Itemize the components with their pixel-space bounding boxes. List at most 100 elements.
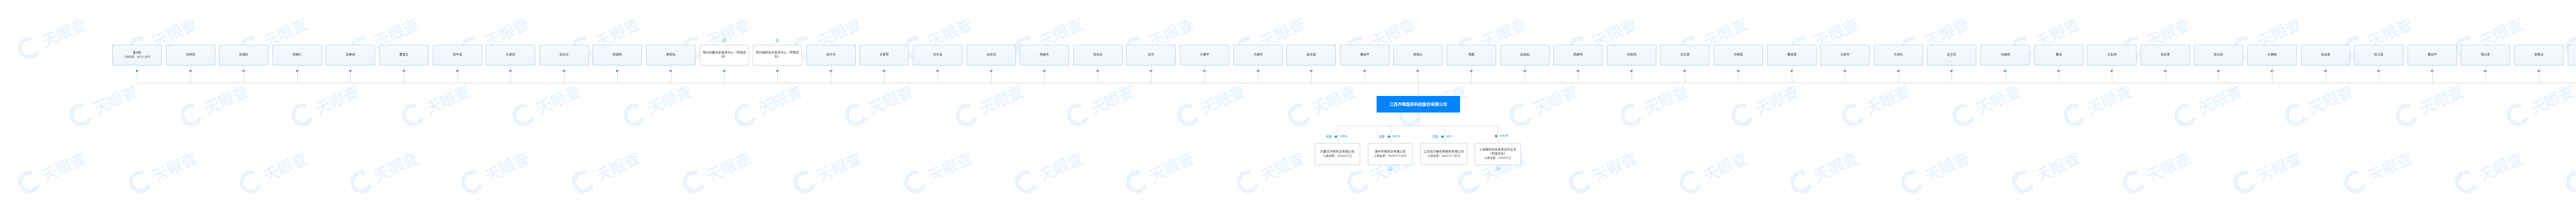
shareholder-connector-line	[2165, 66, 2166, 83]
ownership-percent: 100%	[1392, 135, 1401, 138]
shareholder-node[interactable]: 周玉娟	[1286, 45, 1336, 66]
shareholder-name: 蔡荣仙	[666, 53, 675, 57]
subsidiary-subscription: 认缴金额：4600万人民币	[1427, 154, 1461, 158]
shareholder-name: 钱兰英	[2480, 53, 2490, 57]
shareholder-node[interactable]: 蒋福元	[1393, 45, 1443, 66]
expand-plus-icon[interactable]: +	[722, 38, 726, 42]
shareholder-node[interactable]: 周万华	[806, 45, 856, 66]
shareholder-node[interactable]: 蒋建仁	[273, 45, 322, 66]
shareholder-node[interactable]: 卢建平	[1180, 45, 1229, 66]
shareholder-node[interactable]: 羊雪琴	[859, 45, 909, 66]
shareholder-node[interactable]: 孔继宏	[486, 45, 535, 66]
shareholder-node[interactable]: 曹银文	[379, 45, 429, 66]
relation-type: 控股	[1379, 136, 1385, 139]
shareholder-node[interactable]: 赵国仙	[1500, 45, 1550, 66]
shareholder-connector-line	[297, 66, 298, 83]
shareholder-node[interactable]: 张文俊	[2354, 45, 2403, 66]
shareholder-name: 张文俊	[2374, 53, 2383, 57]
shareholder-node[interactable]: 王艳华	[1820, 45, 1870, 66]
shareholder-name: 曹国清	[1787, 53, 1797, 57]
shareholder-node[interactable]: 白中泽	[913, 45, 962, 66]
shareholder-node[interactable]: 杨建杰	[1020, 45, 1069, 66]
shareholder-node[interactable]: 周文秋	[2194, 45, 2243, 66]
shareholder-node[interactable]: 曹如平	[2408, 45, 2457, 66]
arrow-down-icon	[1334, 135, 1337, 138]
shareholder-node[interactable]: 张平成	[433, 45, 482, 66]
subsidiary-node[interactable]: 滁州齐晖药业有限公司认缴金额：5000万人民币	[1368, 143, 1413, 165]
shareholder-name: 蒋建仁	[292, 53, 302, 57]
ownership-percent: 8.82%	[1500, 135, 1509, 138]
relation-type: 控股	[1432, 136, 1438, 139]
shareholder-node[interactable]: 蔡荣仙	[646, 45, 696, 66]
shareholder-connector-line	[2272, 66, 2273, 83]
subsidiary-trunk-line	[1418, 112, 1419, 125]
shareholder-node[interactable]: 张永红	[1073, 45, 1123, 66]
subsidiary-node[interactable]: 上海蒸邦创业投资合伙企业（有限合伙）认缴金额：2000万元	[1475, 143, 1521, 165]
subsidiary-node[interactable]: 内蒙古齐晖药业有限公司认缴金额：20000万元	[1315, 143, 1360, 165]
shareholder-node[interactable]: 何俊明	[1607, 45, 1656, 66]
shareholder-name: 杨鹏	[1468, 53, 1475, 57]
subsidiary-connector-line	[1444, 125, 1445, 143]
shareholder-node[interactable]: 翟X龄认缴金额：90万人民币	[112, 45, 162, 66]
shareholder-node[interactable]: 张国新	[2568, 45, 2576, 66]
shareholder-node[interactable]: 杨德明	[592, 45, 642, 66]
shareholder-name: 许建芳	[1253, 53, 1263, 57]
shareholder-node[interactable]: 杨鹏	[1447, 45, 1496, 66]
shareholder-node[interactable]: 王友明	[2087, 45, 2137, 66]
shareholder-node[interactable]: 张凤羽	[967, 45, 1016, 66]
shareholder-node[interactable]: 许建国	[2247, 45, 2297, 66]
subsidiary-name: 内蒙古齐晖药业有限公司	[1320, 150, 1354, 154]
shareholder-node[interactable]: 俞红星	[2141, 45, 2190, 66]
shareholder-name: 俞红星	[2160, 53, 2170, 57]
shareholder-node[interactable]: 杨建萍	[1553, 45, 1603, 66]
shareholder-name: 张凤羽	[986, 53, 996, 57]
shareholder-node[interactable]: 张卫东	[1927, 45, 1976, 66]
shareholder-node[interactable]: 张华	[1126, 45, 1176, 66]
expand-plus-icon[interactable]: +	[1388, 166, 1393, 171]
shareholder-name: 翟X龄	[132, 51, 142, 55]
expand-plus-icon[interactable]: +	[775, 38, 779, 42]
shareholder-name: 周文秋	[2213, 53, 2223, 57]
main-company-node[interactable]: 江苏齐晖医药科技股份有限公司	[1377, 96, 1460, 112]
shareholder-node[interactable]: 曹国清	[1767, 45, 1817, 66]
shareholder-connector-line	[564, 66, 565, 83]
shareholder-node[interactable]: 张龙泉	[2301, 45, 2350, 66]
expand-plus-icon[interactable]: +	[1496, 166, 1500, 171]
shareholder-name: 张华	[1147, 53, 1154, 57]
shareholder-node[interactable]: 常州瑞邦创业投资中心（有限合伙）	[753, 45, 802, 66]
shareholder-name: 何俊明	[1626, 53, 1636, 57]
shareholder-node[interactable]: 许静霞	[1714, 45, 1763, 66]
shareholder-connector-line	[1044, 66, 1045, 83]
shareholder-name: 张永红	[1093, 53, 1103, 57]
subsidiary-node[interactable]: 江苏倍力健生物医药有限公司认缴金额：4600万人民币	[1420, 143, 1467, 165]
shareholder-node[interactable]: 马国明	[1980, 45, 2030, 66]
shareholder-connector-line	[1471, 66, 1472, 83]
relation-label: 控股 100%	[1379, 135, 1401, 139]
shareholder-connector-line	[1258, 66, 1259, 83]
shareholder-node[interactable]: 刘祥官	[166, 45, 215, 66]
shareholder-connector-line	[1578, 66, 1579, 83]
shareholder-connector-line	[2005, 66, 2006, 83]
shareholder-node[interactable]: 张乐文	[539, 45, 589, 66]
shareholder-node[interactable]: 许旭东	[1874, 45, 1923, 66]
shareholder-name: 邹素贞	[2534, 53, 2544, 57]
subsidiary-name: 上海蒸邦创业投资合伙企业（有限合伙）	[1479, 148, 1516, 156]
shareholder-node[interactable]: 朱福民	[219, 45, 268, 66]
shareholder-connector-line	[617, 66, 618, 83]
shareholder-name: 白中泽	[933, 53, 942, 57]
shareholder-node[interactable]: 邹素贞	[2514, 45, 2564, 66]
shareholder-node[interactable]: 曹国平	[1340, 45, 1389, 66]
subsidiary-name: 滁州齐晖药业有限公司	[1375, 150, 1406, 154]
shareholder-node[interactable]: 常州创赢创业投资中心（有限合伙）	[700, 45, 749, 66]
shareholder-connector-line	[2432, 66, 2433, 83]
shareholder-name: 朱福民	[239, 53, 248, 57]
shareholder-node[interactable]: 张建国	[326, 45, 375, 66]
subsidiary-connector-bar	[1337, 125, 1498, 126]
shareholder-node[interactable]: 曹绍	[2034, 45, 2083, 66]
shareholder-node[interactable]: 钱兰英	[2461, 45, 2510, 66]
main-company-name: 江苏齐晖医药科技股份有限公司	[1389, 102, 1447, 107]
subsidiary-subscription: 认缴金额：2000万元	[1484, 156, 1512, 160]
shareholder-node[interactable]: 许建芳	[1233, 45, 1283, 66]
shareholder-node[interactable]: 王志清	[1660, 45, 1709, 66]
